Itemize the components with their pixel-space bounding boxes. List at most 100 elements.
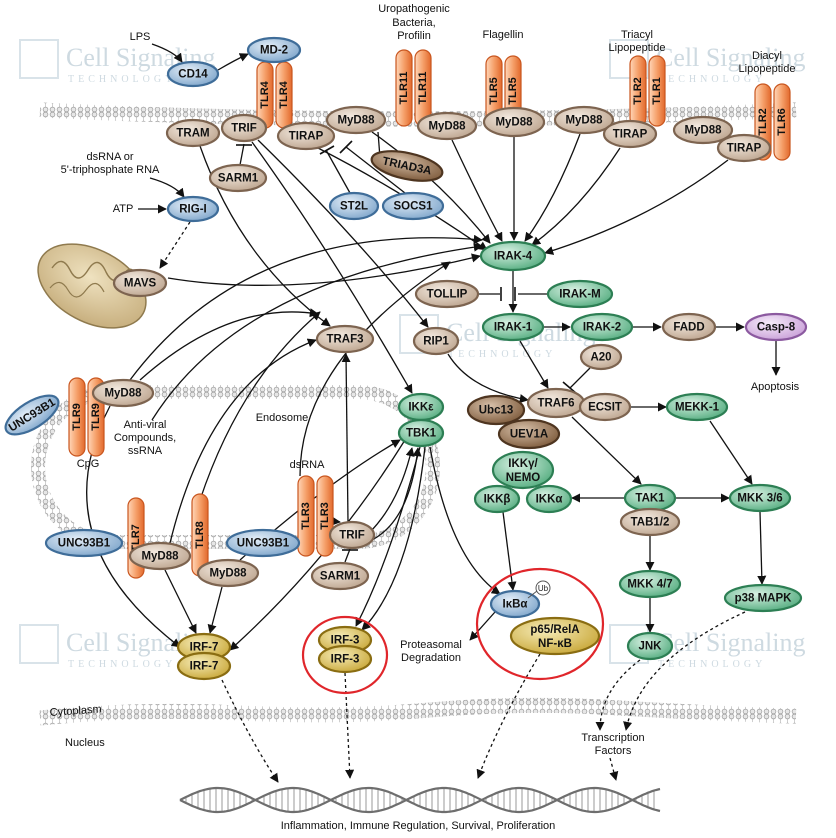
mavs-node[interactable]: MAVS: [112, 268, 168, 298]
p65-node-label-1: p65/RelA: [530, 624, 579, 636]
tlr11-receptor-left-label: TLR11: [398, 71, 410, 104]
socs1-node-label: SOCS1: [394, 201, 434, 213]
uev1a-node-label: UEV1A: [510, 429, 548, 441]
st2l-node[interactable]: ST2L: [328, 191, 380, 221]
tlr9-receptor-left[interactable]: TLR9: [68, 377, 86, 457]
myd88-node-tlr8[interactable]: MyD88: [196, 558, 260, 588]
tollip-node-label: TOLLIP: [427, 289, 468, 301]
nfkb-highlight-circle: [475, 567, 605, 681]
ikkb-node[interactable]: IKKβ: [473, 484, 521, 514]
myd88-node-top[interactable]: MyD88: [325, 105, 387, 135]
triad3a-node[interactable]: TRIAD3A: [369, 146, 445, 186]
tab12-node[interactable]: TAB1/2: [619, 507, 681, 537]
tlr3-receptor-left[interactable]: TLR3: [297, 475, 315, 557]
tlr1-receptor-label: TLR1: [651, 77, 663, 105]
traf3-node-label: TRAF3: [326, 334, 363, 346]
sarm1-node-top[interactable]: SARM1: [208, 163, 268, 193]
socs1-node[interactable]: SOCS1: [381, 191, 445, 221]
arrow-myd88-tlr9-traf3: [139, 308, 319, 381]
mkk47-node[interactable]: MKK 4/7: [618, 569, 682, 599]
tlr1-receptor[interactable]: TLR1: [648, 55, 666, 127]
tirap-node-tlr2[interactable]: TIRAP: [602, 119, 658, 149]
tirap-node-top[interactable]: TIRAP: [276, 121, 336, 151]
antiviral-label-3: ssRNA: [128, 445, 163, 457]
mekk1-node-label: MEKK-1: [675, 402, 720, 414]
tlr11-receptor-right[interactable]: TLR11: [414, 49, 432, 127]
myd88-node-tlr5[interactable]: MyD88: [482, 106, 546, 138]
tirap-node-top-label: TIRAP: [289, 131, 324, 143]
nemo-node[interactable]: IKKγ/NEMO: [491, 450, 555, 490]
watermark-brand: Cell Signaling: [656, 43, 806, 72]
ubc13-node[interactable]: Ubc13: [466, 394, 526, 426]
dsrna-endosome-label: dsRNA: [290, 459, 326, 471]
rigi-node[interactable]: RIG-I: [166, 195, 220, 223]
myd88-node-tlr9[interactable]: MyD88: [91, 378, 155, 408]
rip1-node[interactable]: RIP1: [412, 326, 460, 356]
watermark-brand: Cell Signaling: [656, 628, 806, 657]
tbk1-node[interactable]: TBK1: [397, 418, 445, 448]
traf6-node[interactable]: TRAF6: [526, 387, 586, 419]
tlr4-receptor-left[interactable]: TLR4: [256, 61, 274, 129]
irak1-node[interactable]: IRAK-1: [481, 312, 545, 342]
tak1-node[interactable]: TAK1: [623, 483, 677, 513]
triacyl-label-2: Lipopeptide: [609, 42, 666, 54]
myd88-node-tlr11[interactable]: MyD88: [416, 111, 478, 141]
arrow-trif-endo-tbk1-b: [371, 447, 422, 541]
ikke-node-label: IKKε: [408, 402, 434, 414]
tlr5-receptor-left[interactable]: TLR5: [485, 55, 503, 127]
arrow-mkk36-p38: [757, 511, 767, 585]
md2-node[interactable]: MD-2: [246, 36, 302, 64]
arrow-lps-cd14: [151, 43, 183, 63]
ubc13-node-label: Ubc13: [479, 405, 514, 417]
mekk1-node[interactable]: MEKK-1: [665, 392, 729, 422]
ecsit-node[interactable]: ECSIT: [578, 392, 632, 422]
cytoplasm-label: Cytoplasm: [49, 703, 102, 719]
myd88-node-tlr2[interactable]: MyD88: [553, 105, 615, 135]
a20-node-label: A20: [590, 352, 611, 364]
trif-node-top[interactable]: TRIF: [220, 113, 268, 143]
irf7-node-top-label: IRF-7: [190, 642, 219, 654]
unc93b1-node-tlr8[interactable]: UNC93B1: [225, 528, 301, 558]
tlr4-receptor-left-label: TLR4: [259, 80, 271, 108]
jnk-node-label: JNK: [638, 641, 662, 653]
irak2-node[interactable]: IRAK-2: [570, 312, 634, 342]
a20-node[interactable]: A20: [579, 343, 623, 371]
tlr3-receptor-right[interactable]: TLR3: [316, 475, 334, 557]
tlr2-receptor-a[interactable]: TLR2: [629, 55, 647, 127]
unc93b1-node-bottom[interactable]: UNC93B1: [44, 528, 124, 558]
arrow-traf6-tak1: [571, 416, 642, 485]
ikba-node[interactable]: IκBα: [489, 589, 541, 619]
myd88-node-tlr7-label: MyD88: [141, 551, 179, 563]
p38-node[interactable]: p38 MAPK: [723, 583, 803, 613]
cd14-node[interactable]: CD14: [166, 60, 220, 88]
fadd-node[interactable]: FADD: [661, 312, 717, 342]
myd88-node-tlr6[interactable]: MyD88: [672, 115, 734, 145]
tlr4-receptor-right[interactable]: TLR4: [275, 61, 293, 129]
myd88-node-tlr7[interactable]: MyD88: [128, 541, 192, 571]
casp8-node[interactable]: Casp-8: [744, 312, 808, 342]
arrow-rip1-traf6: [447, 353, 529, 404]
ikka-node[interactable]: IKKα: [525, 484, 573, 514]
tram-node[interactable]: TRAM: [165, 118, 221, 148]
tirap-node-tlr6[interactable]: TIRAP: [716, 133, 772, 163]
irf3-node-bottom[interactable]: IRF-3: [317, 644, 373, 674]
arrow-tf-dna: [609, 757, 619, 781]
trif-node-endo[interactable]: TRIF: [328, 520, 376, 550]
tollip-node[interactable]: TOLLIP: [414, 279, 480, 309]
jnk-node[interactable]: JNK: [626, 631, 674, 661]
mkk36-node[interactable]: MKK 3/6: [728, 483, 792, 513]
ikke-node[interactable]: IKKε: [397, 392, 445, 422]
irak4-node[interactable]: IRAK-4: [479, 240, 547, 272]
tlr6-receptor[interactable]: TLR6: [773, 83, 791, 161]
ubiquitin-label: Ub: [538, 584, 549, 593]
tlr11-receptor-left[interactable]: TLR11: [395, 49, 413, 127]
uropathogenic-label-2: Bacteria,: [392, 17, 435, 29]
irakm-node[interactable]: IRAK-M: [546, 279, 614, 309]
sarm1-node-endo[interactable]: SARM1: [310, 561, 370, 591]
irf7-node-bottom[interactable]: IRF-7: [176, 651, 232, 681]
uev1a-node[interactable]: UEV1A: [497, 418, 561, 450]
traf3-node[interactable]: TRAF3: [315, 324, 375, 354]
arrow-ikkb-ikba: [502, 511, 517, 591]
